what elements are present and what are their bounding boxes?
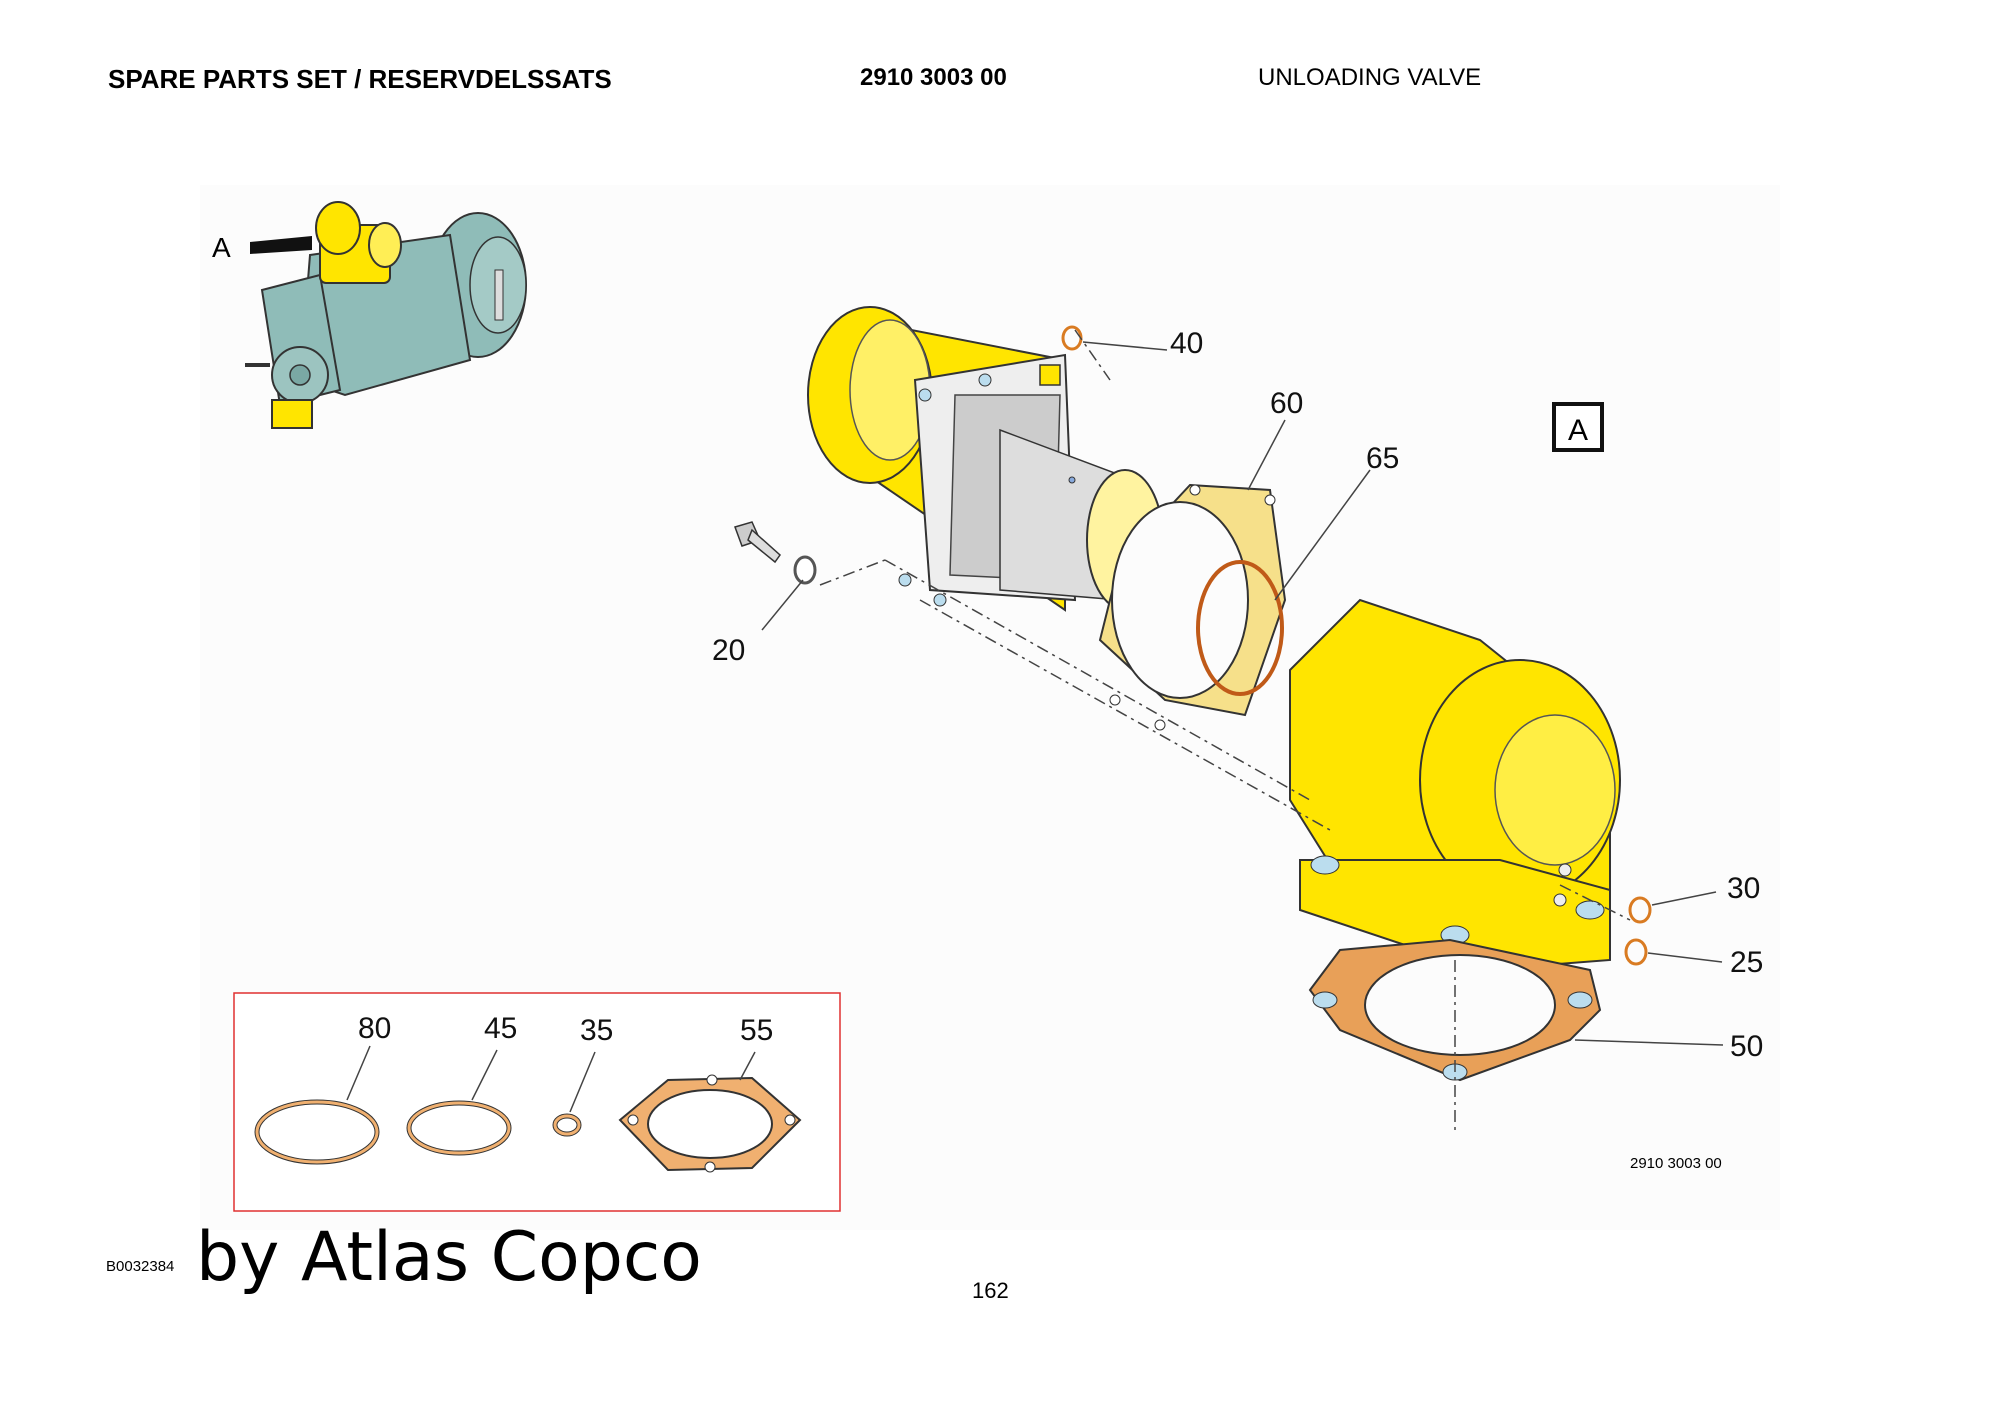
drawing-number: 2910 3003 00 xyxy=(1630,1155,1722,1172)
callout-60: 60 xyxy=(1270,387,1303,420)
callout-leaders xyxy=(761,341,1724,1046)
kit-callout-55: 55 xyxy=(740,1014,773,1047)
assembly-name: UNLOADING VALVE xyxy=(1258,64,1482,91)
bolt-20 xyxy=(734,521,817,585)
detail-marker-label: A xyxy=(1568,414,1588,447)
callout-40: 40 xyxy=(1170,327,1203,360)
kit-leaders xyxy=(346,1045,756,1113)
kit-ring-80 xyxy=(255,1100,379,1164)
kit-gasket-55 xyxy=(618,1074,802,1173)
callout-30: 30 xyxy=(1727,872,1760,905)
callout-50: 50 xyxy=(1730,1030,1763,1063)
page-title: SPARE PARTS SET / RESERVDELSSATS xyxy=(108,64,612,94)
view-marker: A xyxy=(212,232,231,263)
o-ring-25 xyxy=(1624,938,1648,966)
detail-marker-box xyxy=(1552,402,1604,452)
page-number: 162 xyxy=(972,1278,1009,1303)
part-number: 2910 3003 00 xyxy=(860,64,1007,91)
o-ring-65 xyxy=(1196,560,1284,696)
kit-ring-45 xyxy=(407,1101,511,1155)
o-ring-30 xyxy=(1628,896,1652,924)
watermark-text: by Atlas Copco xyxy=(196,1218,702,1297)
right-valve-housing xyxy=(1289,598,1621,972)
overview-compressor xyxy=(245,201,527,429)
left-valve-housing xyxy=(807,306,1164,612)
assembly-axis-lines xyxy=(819,329,1631,1130)
kit-ring-35 xyxy=(553,1114,581,1136)
callout-65: 65 xyxy=(1366,442,1399,475)
kit-callout-45: 45 xyxy=(484,1012,517,1045)
document-code: B0032384 xyxy=(106,1258,175,1275)
callout-25: 25 xyxy=(1730,946,1763,979)
gasket-60 xyxy=(1098,483,1287,731)
kit-callout-80: 80 xyxy=(358,1012,391,1045)
kit-callout-35: 35 xyxy=(580,1014,613,1047)
kit-items xyxy=(254,1074,802,1173)
callout-20: 20 xyxy=(712,634,745,667)
